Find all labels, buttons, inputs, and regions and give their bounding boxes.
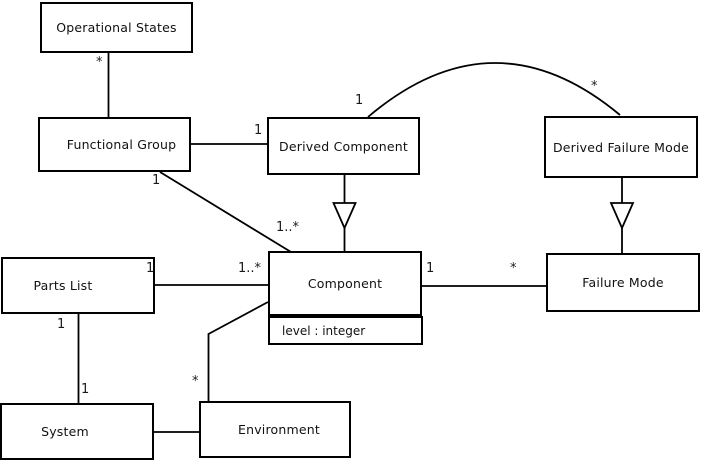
multiplicity-label: 1 — [355, 93, 364, 108]
multiplicity-label: * — [591, 79, 598, 94]
multiplicity-label: 1..* — [238, 261, 262, 276]
association-functionalgroup-component — [159, 171, 292, 253]
open-triangle-arrowhead-icon — [609, 202, 635, 231]
class-box-system: System — [0, 403, 154, 460]
attribute-row: level : integer — [282, 323, 366, 338]
class-box-functional-group: Functional Group — [38, 117, 191, 172]
generalization-derivedcomponent-component — [332, 175, 357, 251]
generalization-derivedfailuremode-failuremode — [609, 178, 635, 253]
class-box-derived-component: Derived Component — [267, 117, 420, 175]
class-label: Component — [307, 276, 383, 291]
multiplicity-label: * — [510, 261, 517, 276]
class-box-derived-failure-mode: Derived Failure Mode — [544, 116, 698, 178]
class-box-failure-mode: Failure Mode — [546, 253, 700, 312]
class-label: Functional Group — [66, 137, 177, 152]
multiplicity-label: 1 — [254, 123, 263, 138]
multiplicity-label: * — [192, 374, 199, 389]
association-component-environment — [207, 301, 269, 401]
class-label: System — [41, 424, 89, 439]
class-label: Derived Failure Mode — [552, 139, 690, 155]
multiplicity-label: 1 — [146, 261, 155, 276]
multiplicity-label: 1 — [152, 173, 161, 188]
class-label: Derived Component — [279, 138, 408, 154]
class-box-operational-states: Operational States — [40, 2, 193, 53]
class-attributes-component: level : integer — [268, 316, 423, 345]
class-box-parts-list: Parts List — [1, 257, 155, 314]
multiplicity-label: 1..* — [276, 220, 300, 235]
class-label: Operational States — [56, 20, 177, 35]
multiplicity-label: 1 — [81, 382, 90, 397]
association-arc-derivedcomponent-derivedfailuremode — [367, 62, 621, 118]
multiplicity-label: 1 — [426, 261, 435, 276]
class-label: Parts List — [33, 278, 93, 293]
class-label: Environment — [237, 422, 321, 437]
open-triangle-arrowhead-icon — [332, 202, 357, 231]
class-label: Failure Mode — [582, 275, 664, 290]
multiplicity-label: 1 — [57, 317, 66, 332]
multiplicity-label: * — [96, 55, 103, 70]
class-box-component: Component — [268, 251, 422, 316]
class-box-environment: Environment — [199, 401, 351, 458]
